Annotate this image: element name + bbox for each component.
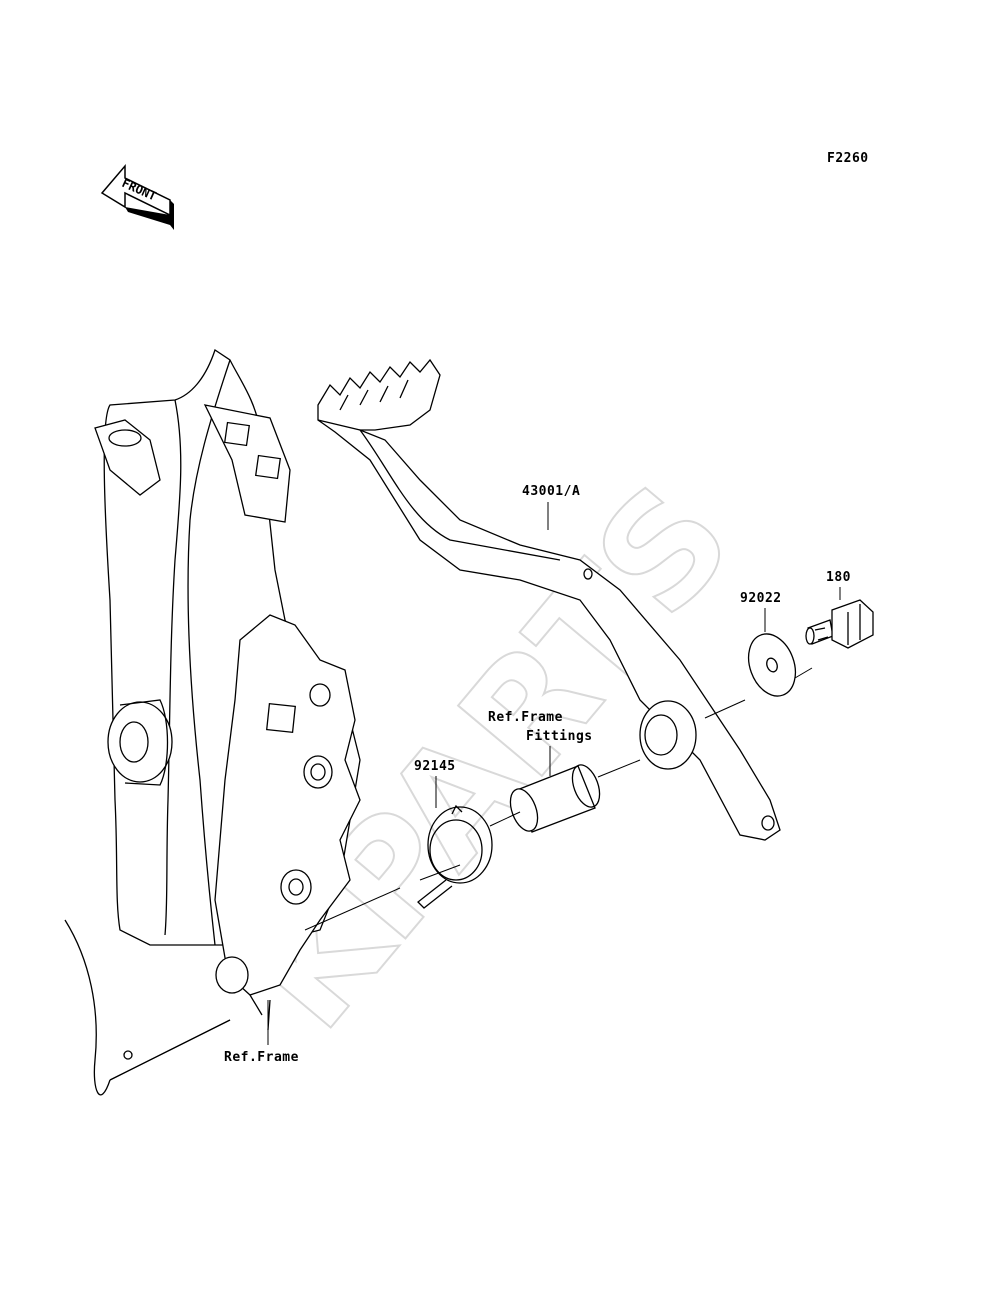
- label-92145: 92145: [414, 759, 456, 808]
- part-number-pedal: 43001/A: [522, 484, 580, 499]
- washer-92022-drawing: [747, 633, 797, 697]
- part-number-bolt: 180: [826, 570, 851, 585]
- frame-drawing: [64, 348, 361, 1096]
- assembly-axis-lines: [109, 667, 813, 1081]
- spring-92145-drawing: [417, 804, 493, 909]
- label-43001-A: 43001/A: [522, 484, 580, 530]
- ref-frame-fittings-line1: Ref.Frame: [488, 710, 563, 725]
- front-arrow-icon: FRONT: [100, 163, 174, 230]
- part-number-spring: 92145: [414, 759, 456, 774]
- part-number-washer: 92022: [740, 591, 782, 606]
- label-ref-frame-fittings: Ref.Frame Fittings: [488, 710, 593, 776]
- diagram-code: F2260: [827, 151, 869, 166]
- label-92022: 92022: [740, 591, 782, 632]
- ref-frame-label: Ref.Frame: [224, 1050, 299, 1065]
- label-180: 180: [826, 570, 851, 600]
- ref-frame-fittings-line2: Fittings: [526, 729, 593, 744]
- label-ref-frame: Ref.Frame: [224, 1000, 299, 1065]
- brake-pedal-drawing: [317, 358, 781, 841]
- bushing-fittings-drawing: [509, 764, 601, 833]
- bolt-180-drawing: [805, 599, 874, 649]
